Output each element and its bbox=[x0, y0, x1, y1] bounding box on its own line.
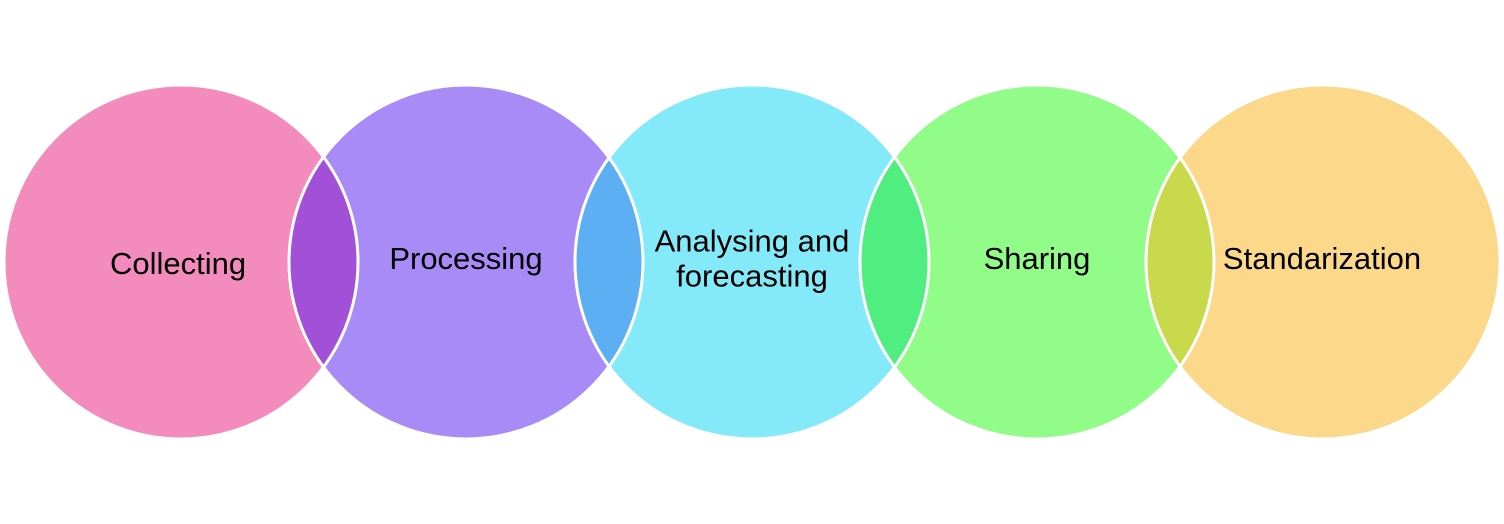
label-line: Sharing bbox=[984, 241, 1091, 276]
circle-standarization bbox=[1146, 85, 1500, 439]
label-collecting: Collecting bbox=[110, 246, 246, 281]
stage-outlines bbox=[2, 83, 1502, 441]
circle-analysing bbox=[575, 85, 929, 439]
circle-sharing bbox=[860, 85, 1214, 439]
circle-collecting bbox=[4, 85, 358, 439]
circle-processing bbox=[289, 85, 643, 439]
outline-standarization bbox=[1144, 83, 1502, 441]
label-line: forecasting bbox=[676, 259, 828, 294]
label-processing: Processing bbox=[389, 241, 542, 276]
outline-sharing bbox=[858, 83, 1216, 441]
label-line: Standarization bbox=[1223, 241, 1421, 276]
outline-analysing bbox=[573, 83, 931, 441]
label-standarization: Standarization bbox=[1223, 241, 1421, 276]
outline-collecting bbox=[2, 83, 360, 441]
label-sharing: Sharing bbox=[984, 241, 1091, 276]
label-line: Collecting bbox=[110, 246, 246, 281]
label-line: Analysing and bbox=[655, 224, 850, 259]
label-line: Processing bbox=[389, 241, 542, 276]
outline-processing bbox=[287, 83, 645, 441]
stage-circles bbox=[4, 85, 1500, 439]
